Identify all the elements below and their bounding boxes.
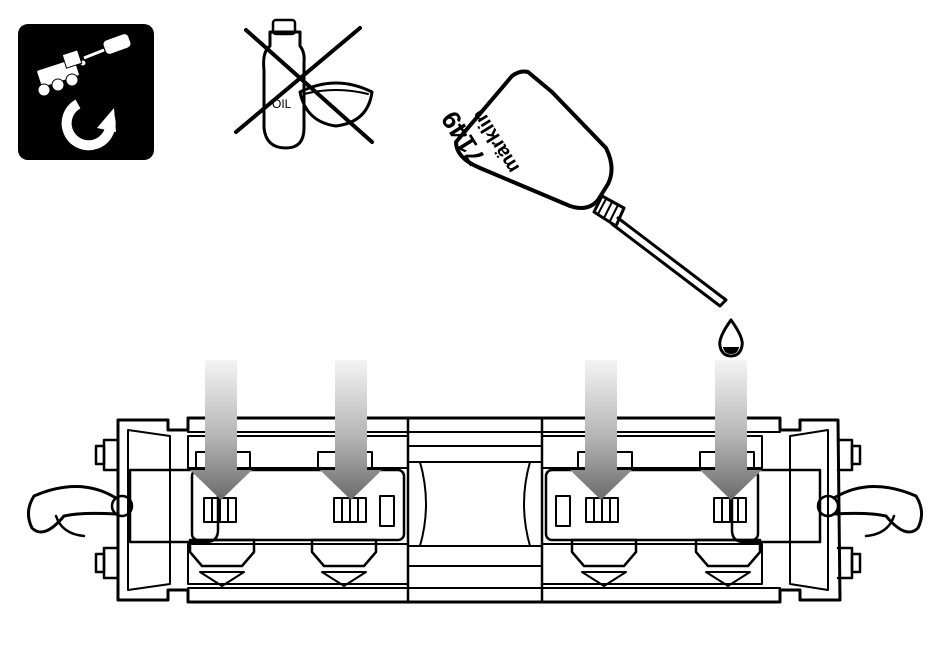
lubrication-arrow-4 xyxy=(700,360,762,500)
oil-dispenser-icon: märklin 7149 xyxy=(435,72,726,307)
oil-drop-icon xyxy=(720,320,743,356)
lubrication-arrow-2 xyxy=(320,360,382,500)
maintenance-icon xyxy=(18,24,154,160)
lubrication-arrow-3 xyxy=(570,360,632,500)
locomotive-chassis xyxy=(28,418,921,602)
lubrication-arrow-1 xyxy=(190,360,252,500)
no-household-oil-icon: OIL xyxy=(236,20,372,148)
